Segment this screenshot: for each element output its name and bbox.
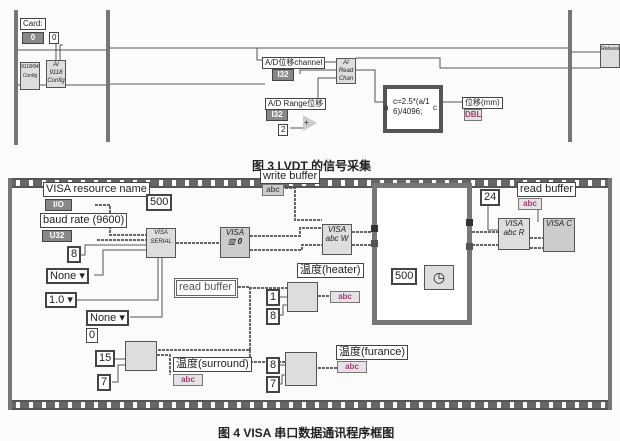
heater-indicator[interactable]: abc (330, 291, 360, 303)
sequence-structure[interactable] (372, 183, 472, 325)
furance-indicator[interactable]: abc (337, 361, 367, 373)
tunnel (371, 240, 378, 247)
while-loop-left-border (8, 178, 12, 410)
wait-ms-constant[interactable]: 500 (391, 268, 418, 285)
read-buffer-label: read buffer (517, 182, 577, 197)
tunnel (371, 225, 378, 232)
visa-serial-config-node[interactable]: VISA SERIAL (146, 228, 176, 258)
string-subset-surround[interactable] (125, 341, 157, 371)
read-buffer-constant[interactable]: read buffer (174, 278, 238, 298)
config-vi-small[interactable]: 9118/9446 Config (20, 62, 40, 90)
visa-open-node[interactable]: VISA▥ 0 (220, 227, 250, 258)
string-subset-furance[interactable] (285, 352, 317, 386)
channel-label: A/D位移channel (262, 57, 326, 69)
timeout-constant[interactable]: 500 (146, 194, 173, 211)
stop-bits-value: 1.0 (49, 294, 65, 306)
card-terminal[interactable]: 0 (22, 32, 44, 44)
heater-label: 温度(heater) (297, 263, 364, 278)
furance-label: 温度(furance) (336, 345, 409, 360)
formula-text: c=2.5*(a/16)/4096; (393, 97, 430, 116)
sequence-frame-left-border (14, 10, 18, 145)
book-icon: ▥ (227, 237, 236, 246)
add-function-icon[interactable] (303, 115, 317, 131)
wait-clock-icon[interactable]: ◷ (424, 265, 454, 290)
sequence-frame-right-border (568, 10, 572, 142)
visa-resource-label: VISA resource name (43, 182, 150, 197)
tunnel (466, 219, 473, 226)
add-operator: + (304, 118, 309, 127)
visa-close-node[interactable]: VISA C (543, 218, 575, 252)
read-buffer-indicator[interactable]: abc (518, 198, 542, 210)
figure-4-caption: 图 4 VISA 串口数据通讯程序框图 (218, 426, 395, 440)
heater-offset[interactable]: 1 (266, 289, 281, 306)
furance-length[interactable]: 7 (266, 376, 281, 393)
flow-control-value: None (90, 312, 117, 324)
while-loop-bottom-border (8, 400, 612, 410)
displacement-indicator[interactable]: DBL (464, 109, 482, 121)
baud-rate-control[interactable]: U32 (42, 230, 72, 242)
furance-offset[interactable]: 8 (266, 357, 281, 374)
release-node[interactable]: Release (600, 44, 620, 68)
displacement-label: 位移(mm) (462, 97, 503, 109)
tunnel (466, 243, 473, 250)
formula-node[interactable]: a c=2.5*(a/16)/4096; c (383, 85, 443, 133)
visa-read-node[interactable]: VISA abc R (498, 218, 530, 250)
while-loop-right-border (608, 178, 612, 410)
range-terminal[interactable]: I32 (266, 109, 288, 121)
card-label: Card: (20, 18, 46, 30)
parity-ring[interactable]: None ▾ (46, 268, 89, 284)
parity-value: None (50, 270, 77, 282)
ai-read-chan-node[interactable]: AI Read Chan (336, 58, 356, 84)
ai-config-node[interactable]: AI 9118 Config (46, 60, 66, 88)
data-bits-constant[interactable]: 8 (67, 246, 82, 263)
write-buffer-control[interactable]: abc (262, 184, 284, 196)
channel-terminal[interactable]: I32 (272, 69, 294, 81)
sequence-frame-divider (106, 10, 110, 142)
visa-write-node[interactable]: VISA abc W (322, 224, 352, 255)
baud-rate-label: baud rate (9600) (40, 213, 128, 228)
surround-indicator[interactable]: abc (173, 374, 203, 386)
range-label: A/D Range位移 (265, 98, 327, 110)
string-subset-heater[interactable] (287, 282, 318, 312)
visa-open-number: 0 (237, 237, 243, 246)
visa-resource-control[interactable]: I/O (45, 199, 72, 211)
flow-control-ring[interactable]: None ▾ (86, 310, 129, 326)
stop-bits-ring[interactable]: 1.0 ▾ (45, 292, 77, 308)
surround-label: 温度(surround) (173, 357, 252, 372)
byte-count-constant[interactable]: 24 (480, 189, 501, 206)
heater-length[interactable]: 8 (266, 308, 281, 325)
surround-length[interactable]: 7 (97, 374, 112, 391)
write-buffer-label: write buffer (260, 169, 321, 184)
formula-input: a (384, 103, 389, 112)
visa-open-label: VISA (225, 228, 245, 237)
surround-offset[interactable]: 15 (95, 350, 116, 367)
constant-2[interactable]: 2 (278, 124, 289, 136)
flow-control-number: 0 (86, 328, 99, 343)
card-constant[interactable]: 0 (49, 32, 60, 44)
formula-output: c (433, 103, 437, 112)
